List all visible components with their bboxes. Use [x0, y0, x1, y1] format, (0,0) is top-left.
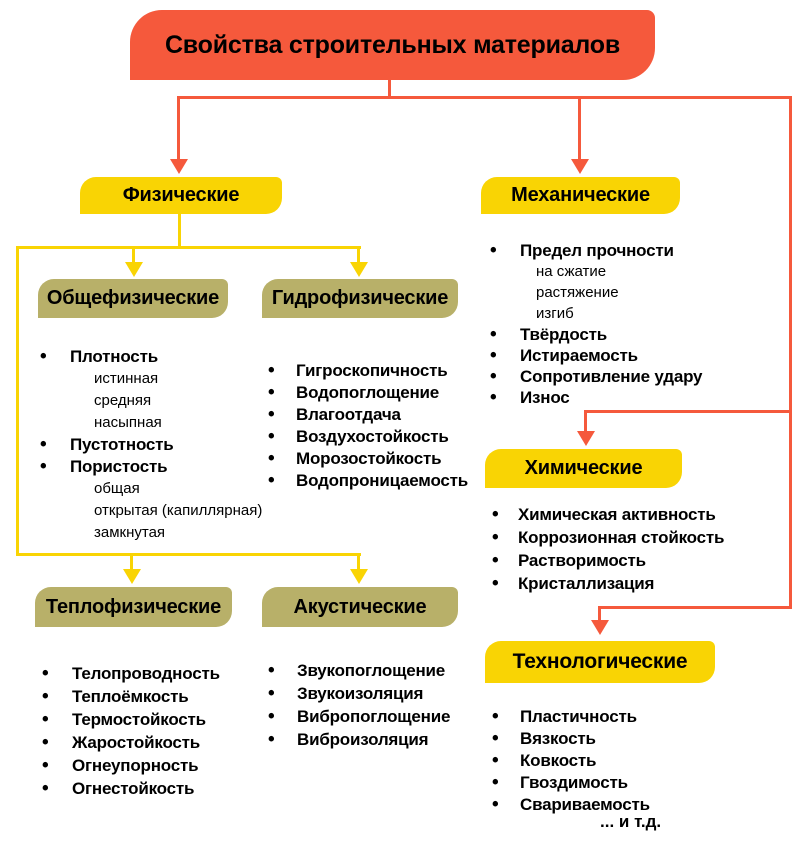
list-subitem: растяжение — [536, 284, 619, 301]
list-technological: Пластичность Вязкость Ковкость Гвоздимос… — [490, 706, 650, 816]
etc-note: ... и т.д. — [600, 812, 662, 831]
list-general-physical: Плотность истинная средняя насыпная Пуст… — [38, 346, 262, 544]
list-item: Истираемость — [488, 345, 702, 366]
list-item: Звукопоглощение — [266, 659, 450, 682]
diagram-title: Свойства строительных материалов — [130, 10, 655, 80]
list-item: Огнестойкость — [40, 777, 220, 800]
list-subitem: насыпная — [94, 414, 162, 431]
list-subitem: средняя — [94, 392, 152, 409]
list-item: Огнеупорность — [40, 754, 220, 777]
list-item: Влагоотдача — [266, 404, 468, 426]
list-mechanical: Предел прочности на сжатие растяжение из… — [488, 240, 702, 408]
header-chemical: Химические — [485, 449, 682, 488]
arrow-into-acoustic — [350, 569, 368, 584]
list-item: Химическая активность — [490, 503, 724, 526]
list-item: Вязкость — [490, 728, 650, 750]
list-item: Морозостойкость — [266, 448, 468, 470]
connector-physical-stem — [178, 213, 181, 249]
connector-to-technological-stem — [598, 606, 601, 622]
connector-to-generalphysical — [132, 246, 135, 263]
connector-physical-horizontal-upper — [16, 246, 361, 249]
connector-top-horizontal — [177, 96, 792, 99]
list-item: Плотность — [38, 346, 262, 368]
list-item: Растворимость — [490, 549, 724, 572]
list-thermophysical: Телопроводность Теплоёмкость Термостойко… — [40, 662, 220, 800]
arrow-into-chemical — [577, 431, 595, 446]
list-item: Пустотность — [38, 434, 262, 456]
list-item: Коррозионная стойкость — [490, 526, 724, 549]
header-thermophysical: Теплофизические — [35, 587, 232, 627]
arrow-into-mechanical — [571, 159, 589, 174]
list-item: Твёрдость — [488, 324, 702, 345]
header-technological: Технологические — [485, 641, 715, 683]
list-item: Гигроскопичность — [266, 360, 468, 382]
connector-physical-horizontal-lower — [16, 553, 361, 556]
arrow-into-thermophysical — [123, 569, 141, 584]
list-item: Свариваемость — [490, 794, 650, 816]
header-mechanical: Механические — [481, 177, 680, 214]
list-item: Износ — [488, 387, 702, 408]
arrow-into-generalphysical — [125, 262, 143, 277]
list-item: Кристаллизация — [490, 572, 724, 595]
list-acoustic: Звукопоглощение Звукоизоляция Вибропогло… — [266, 659, 450, 751]
list-item: Пластичность — [490, 706, 650, 728]
list-subitem: изгиб — [536, 305, 574, 322]
list-item: Пористость — [38, 456, 262, 478]
connector-to-mechanical — [578, 96, 581, 160]
connector-to-chemical-horizontal — [584, 410, 792, 413]
header-hydrophysical: Гидрофизические — [262, 279, 458, 318]
list-item: Гвоздимость — [490, 772, 650, 794]
list-subitem: открытая (капиллярная) — [94, 502, 263, 519]
arrow-into-technological — [591, 620, 609, 635]
list-subitem: общая — [94, 480, 140, 497]
list-item: Ковкость — [490, 750, 650, 772]
list-item: Водопоглощение — [266, 382, 468, 404]
list-item: Воздухостойкость — [266, 426, 468, 448]
list-subitem: замкнутая — [94, 524, 166, 541]
list-chemical: Химическая активность Коррозионная стойк… — [490, 503, 724, 595]
connector-to-hydrophysical — [357, 246, 360, 263]
connector-to-physical — [177, 96, 180, 160]
list-subitem: на сжатие — [536, 263, 607, 280]
connector-title-stem — [388, 80, 391, 98]
connector-to-acoustic — [357, 553, 360, 570]
list-item: Предел прочности — [488, 240, 702, 261]
list-item: Виброизоляция — [266, 728, 450, 751]
list-item: Жаростойкость — [40, 731, 220, 754]
connector-left-vertical — [16, 246, 19, 556]
connector-to-thermophysical — [130, 553, 133, 570]
arrow-into-hydrophysical — [350, 262, 368, 277]
list-item: Сопротивление удару — [488, 366, 702, 387]
list-item: Звукоизоляция — [266, 682, 450, 705]
list-item: Телопроводность — [40, 662, 220, 685]
list-item: Теплоёмкость — [40, 685, 220, 708]
list-hydrophysical: Гигроскопичность Водопоглощение Влагоотд… — [266, 360, 468, 492]
list-subitem: истинная — [94, 370, 159, 387]
header-acoustic: Акустические — [262, 587, 458, 627]
connector-to-chemical-stem — [584, 410, 587, 432]
list-item: Вибропоглощение — [266, 705, 450, 728]
header-general-physical: Общефизические — [38, 279, 228, 318]
header-physical: Физические — [80, 177, 282, 214]
list-item: Термостойкость — [40, 708, 220, 731]
connector-right-vertical — [789, 96, 792, 609]
arrow-into-physical — [170, 159, 188, 174]
list-item: Водопроницаемость — [266, 470, 468, 492]
connector-to-technological-horizontal — [598, 606, 792, 609]
